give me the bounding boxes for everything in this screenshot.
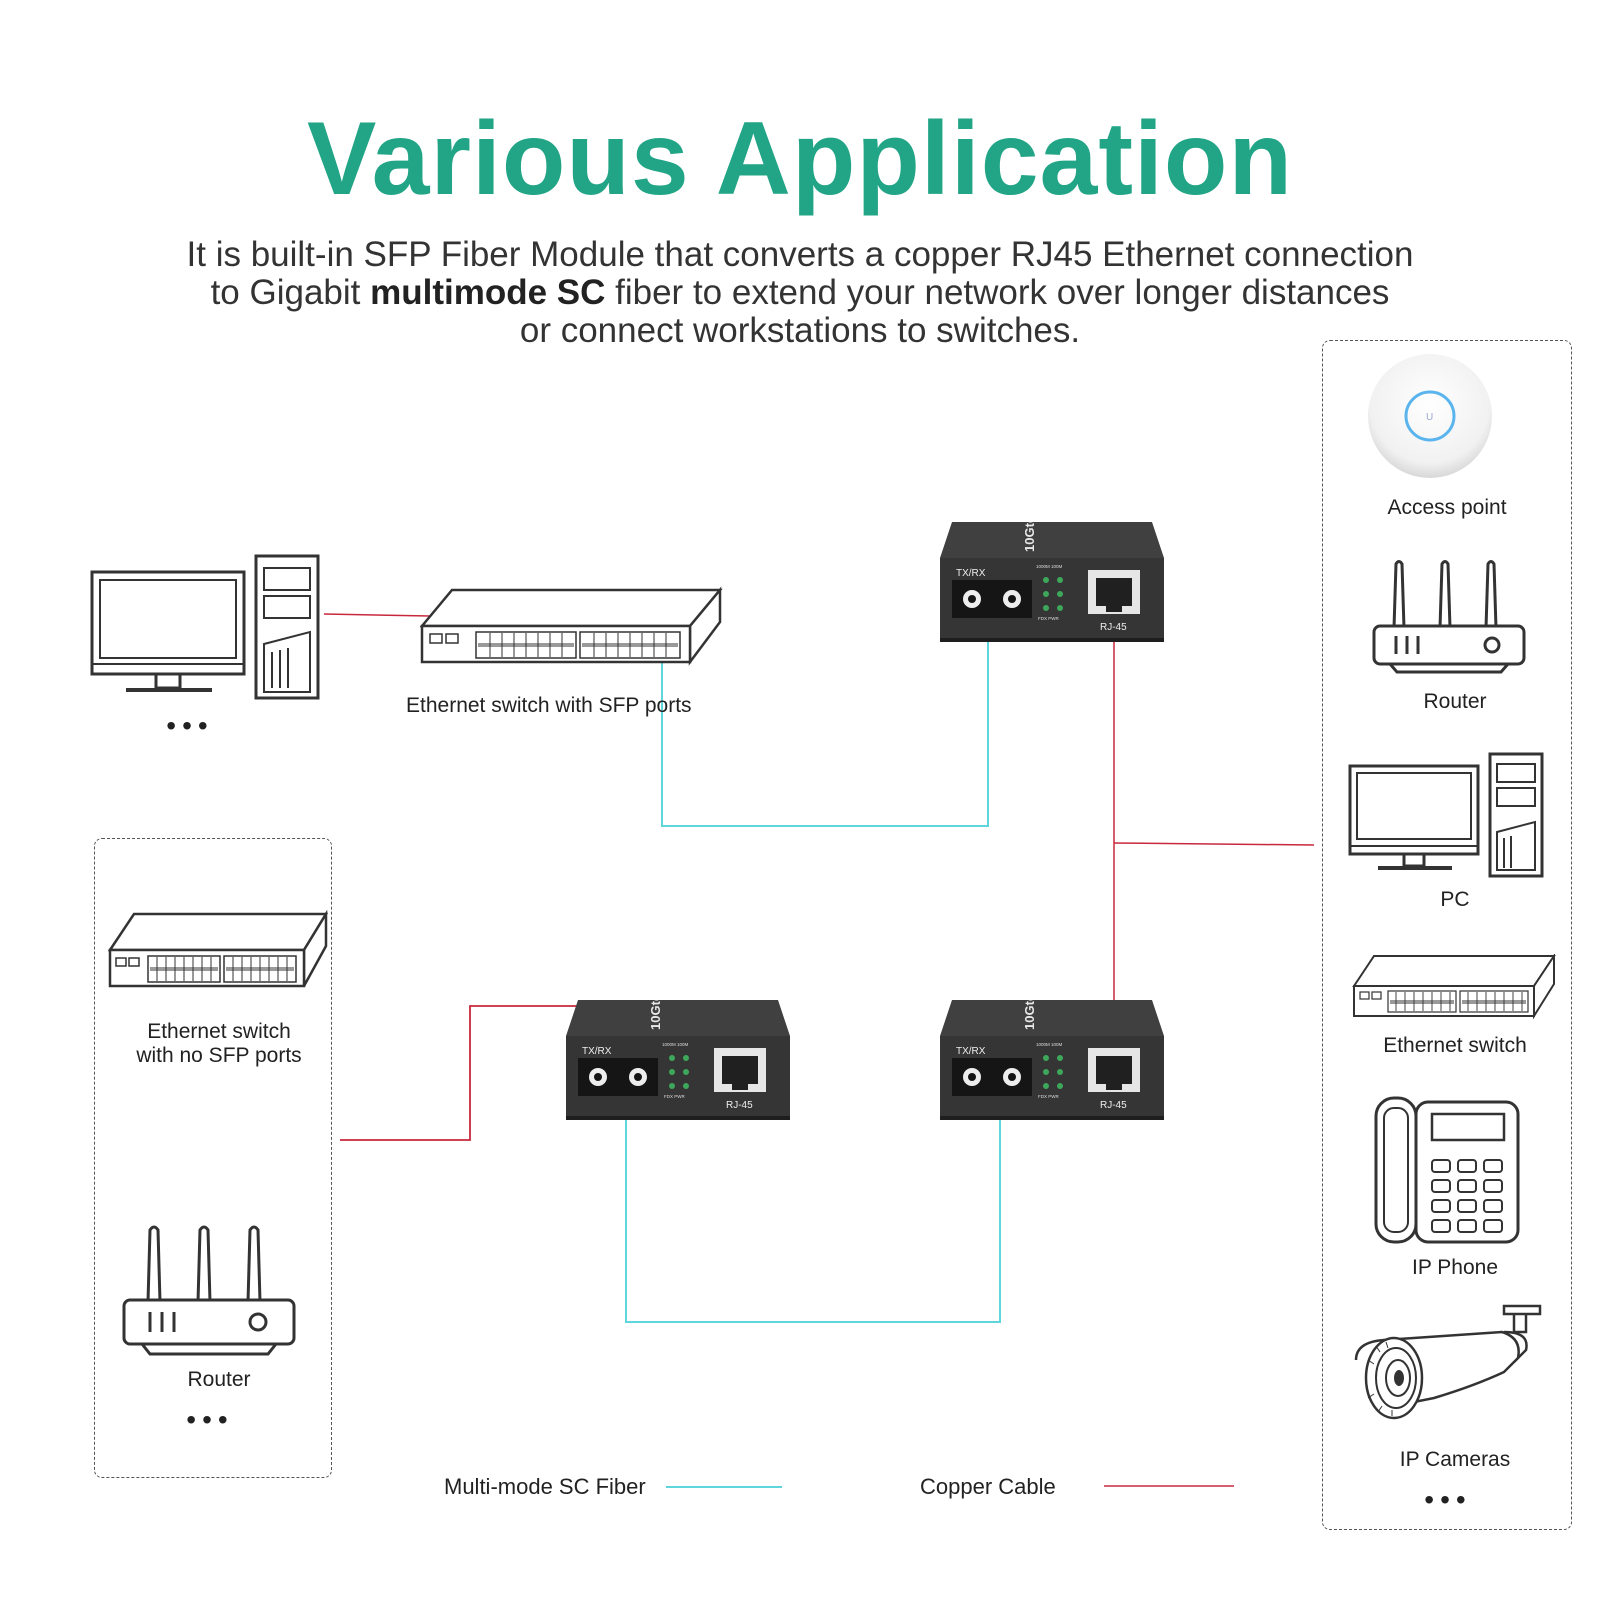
switch-no-sfp-label: Ethernet switch with no SFP ports xyxy=(104,1020,334,1068)
subtitle-bold-text: multimode SC xyxy=(370,273,606,312)
switch-no-sfp-label-line: with no SFP ports xyxy=(136,1044,302,1067)
copper-cable xyxy=(323,613,431,617)
switch-sfp-label: Ethernet switch with SFP ports xyxy=(406,694,692,717)
access-point-icon: U xyxy=(1368,354,1492,478)
subtitle-line-2: to Gigabit multimode SC fiber to extend … xyxy=(140,274,1460,312)
converter-led-label: FDX PWR xyxy=(1038,616,1059,621)
converter-txrx-label: TX/RX xyxy=(956,1046,986,1057)
copper-cable xyxy=(1113,842,1315,846)
subtitle-line-1: It is built-in SFP Fiber Module that con… xyxy=(186,235,1414,274)
page-title: Various Application xyxy=(307,101,1293,217)
fiber-cable xyxy=(661,640,989,827)
fiber-cable xyxy=(625,1120,1001,1323)
more-devices-dots: ••• xyxy=(1424,1484,1472,1515)
subtitle-text: fiber to extend your network over longer… xyxy=(605,273,1390,312)
converter-rj45-label: RJ-45 xyxy=(726,1100,753,1111)
converter-rj45-label: RJ-45 xyxy=(1100,622,1127,633)
router-label: Router xyxy=(187,1368,251,1391)
right-item-label: IP Phone xyxy=(1411,1256,1499,1279)
converter-led-label: 1000M 100M xyxy=(1036,564,1063,569)
switch-icon xyxy=(1352,954,1556,1020)
ip-camera-icon xyxy=(1354,1304,1542,1420)
page-subtitle: It is built-in SFP Fiber Module that con… xyxy=(140,236,1460,350)
router-icon xyxy=(1372,560,1526,674)
svg-text:U: U xyxy=(1426,412,1433,423)
right-item-label: PC xyxy=(1440,888,1470,911)
pc-icon xyxy=(90,554,320,700)
right-item-label: IP Cameras xyxy=(1399,1448,1511,1471)
converter-rj45-label: RJ-45 xyxy=(1100,1100,1127,1111)
converter-led-label: FDX PWR xyxy=(1038,1094,1059,1099)
more-devices-dots: ••• xyxy=(166,710,214,741)
svg-text:10Gtek: 10Gtek xyxy=(648,1000,663,1030)
ethernet-switch-sfp-icon xyxy=(420,586,723,666)
media-converter-bottom-right: 10Gtek TX/RX 1000M 100M FDX PWR RJ-45 xyxy=(940,1000,1164,1120)
media-converter-top: 10Gtek TX/RX 1000M 100M FDX PWR RJ-45 xyxy=(940,522,1164,642)
svg-text:10Gtek: 10Gtek xyxy=(1022,1000,1037,1030)
legend-fiber-label: Multi-mode SC Fiber xyxy=(444,1474,646,1499)
legend-copper-label: Copper Cable xyxy=(920,1474,1056,1499)
ethernet-switch-icon xyxy=(108,910,328,988)
right-item-label: Router xyxy=(1423,690,1487,713)
converter-led-label: 1000M 100M xyxy=(1036,1042,1063,1047)
right-item-label: Access point xyxy=(1387,496,1507,519)
pc-icon xyxy=(1348,752,1544,878)
router-icon xyxy=(122,1225,296,1356)
media-converter-bottom-left: 10Gtek TX/RX 1000M 100M FDX PWR RJ-45 xyxy=(566,1000,790,1120)
svg-text:10Gtek: 10Gtek xyxy=(1022,522,1037,552)
right-item-label: Ethernet switch xyxy=(1383,1034,1527,1057)
converter-txrx-label: TX/RX xyxy=(956,568,986,579)
switch-no-sfp-label-line: Ethernet switch xyxy=(147,1020,291,1043)
ip-phone-icon xyxy=(1374,1096,1520,1244)
subtitle-text: to Gigabit xyxy=(210,273,371,312)
right-device-group xyxy=(1322,340,1572,1530)
converter-led-label: 1000M 100M xyxy=(662,1042,689,1047)
subtitle-line-3: or connect workstations to switches. xyxy=(519,311,1081,350)
converter-txrx-label: TX/RX xyxy=(582,1046,612,1057)
left-device-group xyxy=(94,838,332,1478)
more-devices-dots: ••• xyxy=(186,1404,234,1435)
converter-led-label: FDX PWR xyxy=(664,1094,685,1099)
